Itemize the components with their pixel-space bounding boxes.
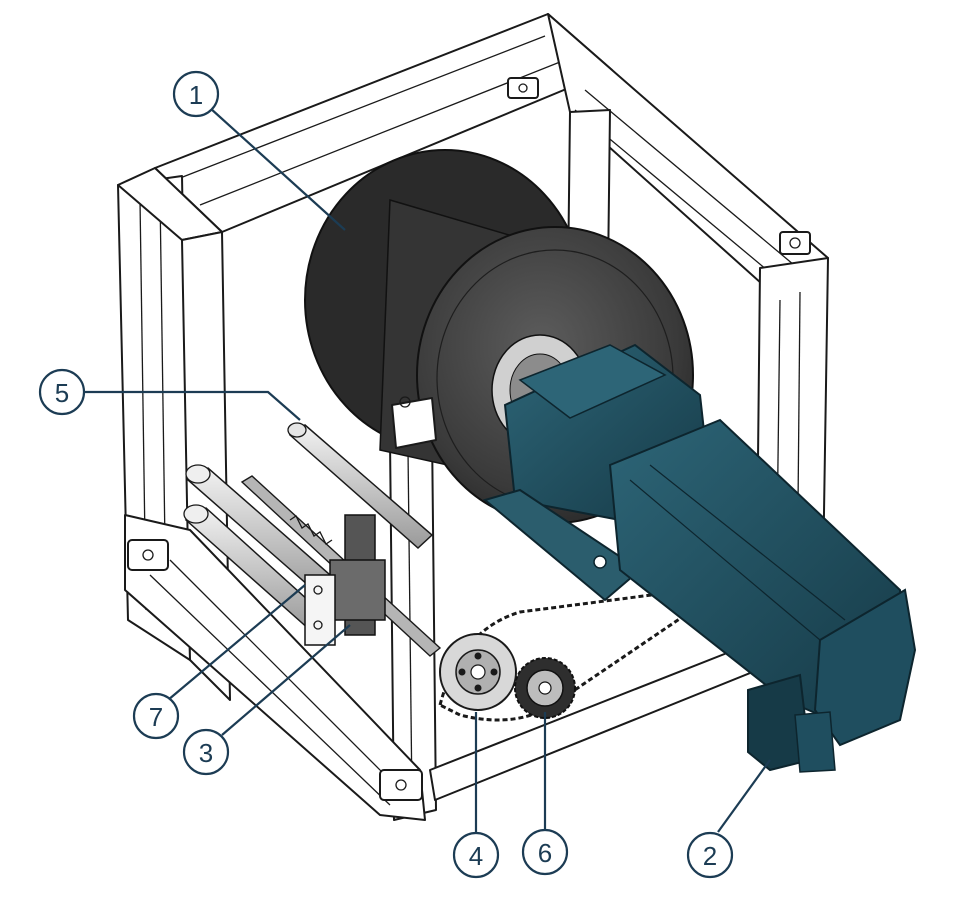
- leader-2: [717, 759, 771, 833]
- level-wind-carriage: [304, 514, 386, 646]
- leader-5: [85, 390, 301, 421]
- svg-text:1: 1: [189, 80, 203, 110]
- leader-7: [167, 584, 306, 701]
- svg-text:2: 2: [703, 841, 717, 871]
- chain-sprocket-icon: [438, 588, 703, 722]
- leader-3: [221, 624, 351, 736]
- svg-text:5: 5: [55, 378, 69, 408]
- callout-3: 3: [182, 728, 230, 776]
- callout-5: 5: [38, 368, 86, 416]
- callout-1: 1: [172, 70, 220, 118]
- drum-clamp-bracket: [391, 396, 437, 449]
- gearmotor-icon: [482, 343, 917, 773]
- leader-1: [209, 107, 346, 231]
- svg-text:7: 7: [149, 702, 163, 732]
- callout-4: 4: [452, 831, 500, 879]
- leader-lines: [85, 107, 771, 833]
- callout-6: 6: [521, 828, 569, 876]
- callout-2: 2: [686, 831, 734, 879]
- svg-text:3: 3: [199, 738, 213, 768]
- callout-7: 7: [132, 692, 180, 740]
- svg-text:4: 4: [469, 841, 483, 871]
- svg-text:6: 6: [538, 838, 552, 868]
- frame-left: [117, 77, 811, 821]
